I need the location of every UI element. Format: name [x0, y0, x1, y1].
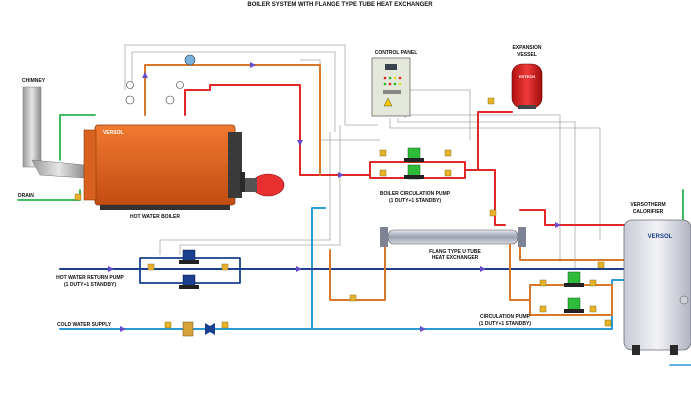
drain-label: DRAIN — [18, 193, 34, 199]
hot-water-return-pumps — [179, 249, 199, 289]
flow-arrows — [108, 62, 561, 332]
circulation-pumps — [564, 271, 584, 313]
diagram-title: BOILER SYSTEM WITH FLANGE TYPE TUBE HEAT… — [247, 2, 433, 8]
boiler-label: HOT WATER BOILER — [130, 214, 180, 220]
chimney-label: CHIMNEY — [22, 78, 46, 84]
heat-exchanger — [380, 227, 526, 247]
cold-water-pipes — [59, 207, 691, 366]
control-panel — [371, 57, 411, 117]
hot-water-boiler — [83, 124, 285, 210]
return-pipes — [59, 257, 626, 284]
control-panel-label: CONTROL PANEL — [375, 50, 418, 56]
hx-label-2: HEAT EXCHANGER — [432, 255, 479, 261]
versotherm-label-1: VERSOTHERM — [630, 202, 665, 208]
control-wiring — [124, 44, 601, 270]
circ-pump-label-2: (1 DUTY+1 STANDBY) — [479, 321, 531, 327]
valves — [74, 97, 612, 329]
return-pump-label-1: HOT WATER RETURN PUMP — [56, 275, 124, 281]
boiler-pump-label-1: BOILER CIRCULATION PUMP — [380, 191, 451, 197]
circ-pump-label-1: CIRCULATION PUMP — [480, 314, 531, 320]
boiler-circulation-pumps — [404, 147, 424, 180]
expansion-vessel-label-1: EXPANSION — [512, 45, 541, 51]
return-pump-label-2: (1 DUTY+1 STANDBY) — [64, 282, 116, 288]
calorifier-brand: VERSOL — [648, 234, 673, 240]
expansion-vessel-label-2: VESSEL — [517, 52, 537, 58]
boiler-brand: VERSOL — [103, 130, 124, 136]
versotherm-label-2: CALORIFIER — [633, 209, 664, 215]
boiler-pump-label-2: (1 DUTY+1 STANDBY) — [389, 198, 441, 204]
boiler-gauges — [125, 54, 196, 105]
cold-water-label: COLD WATER SUPPLY — [57, 322, 112, 328]
cold-water-fittings — [182, 321, 215, 337]
primary-hot-pipes — [184, 84, 626, 226]
hx-label-1: FLANG TYPE U TUBE — [429, 249, 481, 255]
versotherm-calorifier — [623, 219, 691, 355]
vessel-brand: ESTECH — [519, 74, 535, 79]
chimney — [22, 86, 86, 179]
expansion-vessel — [511, 63, 543, 109]
